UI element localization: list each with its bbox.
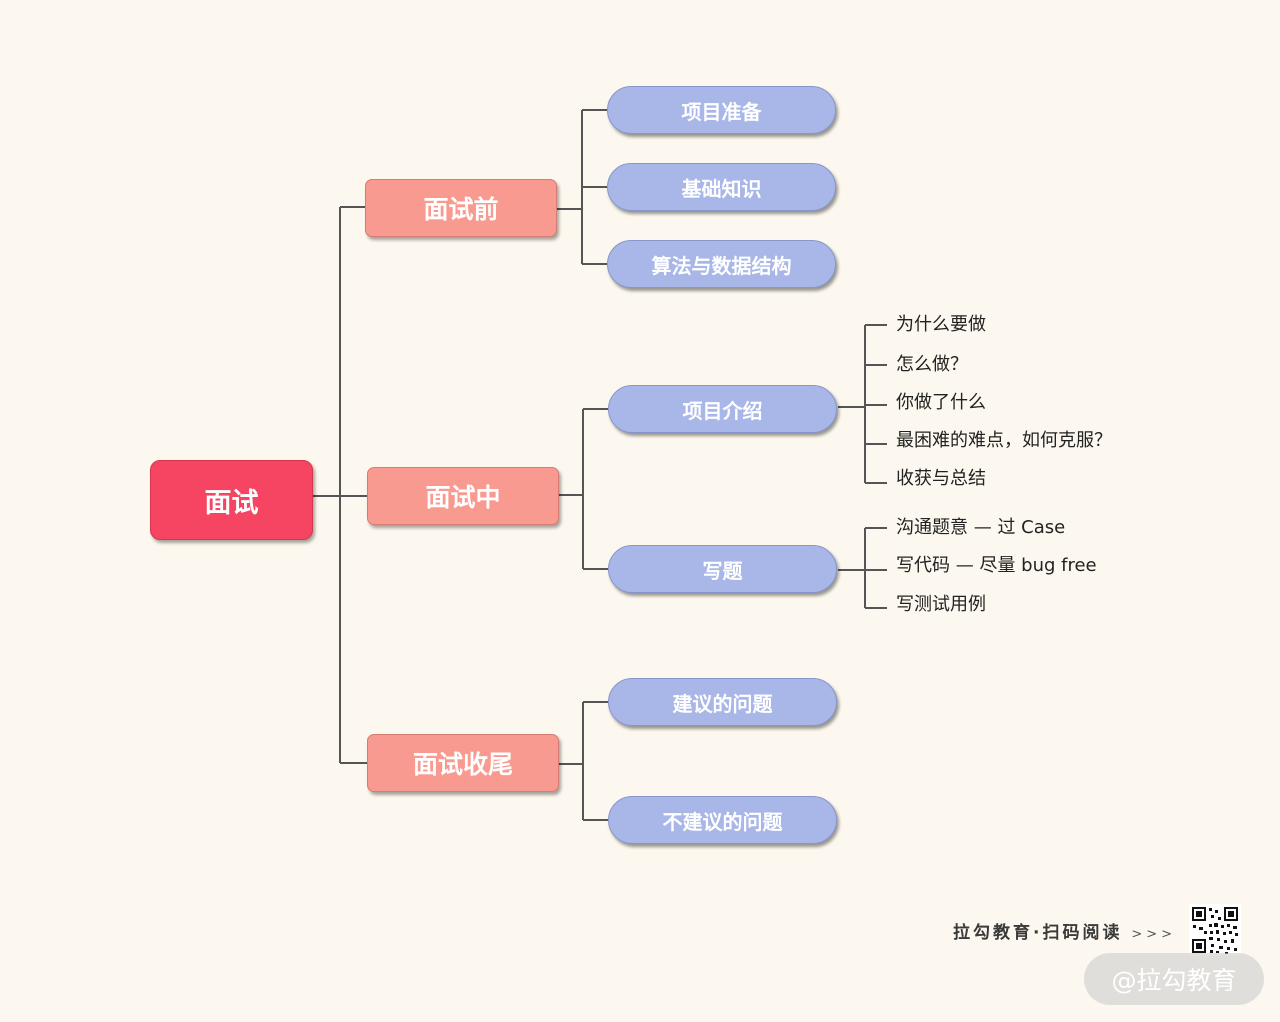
topic-node: 写题 <box>608 545 837 593</box>
leaf-text: 写代码 — 尽量 bug free <box>896 555 1097 576</box>
leaf-text: 写测试用例 <box>896 594 986 615</box>
qr-code-icon-graphic <box>1189 904 1241 956</box>
footer-text: 拉勾教育·扫码阅读 <box>953 923 1123 943</box>
leaf-text: 收获与总结 <box>896 468 986 489</box>
qr-code-icon <box>1189 904 1241 956</box>
root-node: 面试 <box>150 460 313 540</box>
leaf-text: 沟通题意 — 过 Case <box>896 517 1066 538</box>
leaf-text: 怎么做？ <box>896 354 968 375</box>
footer-arrows: >>> <box>1131 927 1177 942</box>
topic-node: 算法与数据结构 <box>607 240 836 288</box>
branch-node-before-interview: 面试前 <box>365 179 557 237</box>
watermark: @拉勾教育 <box>1084 953 1264 1005</box>
footer-caption: 拉勾教育·扫码阅读 >>> <box>953 918 1176 943</box>
leaf-text: 最困难的难点，如何克服？ <box>896 430 1112 451</box>
topic-node: 项目介绍 <box>608 385 837 433</box>
topic-node: 项目准备 <box>607 86 836 134</box>
topic-node: 基础知识 <box>607 163 836 211</box>
topic-node: 建议的问题 <box>608 678 837 726</box>
branch-node-during-interview: 面试中 <box>367 467 559 525</box>
branch-node-interview-wrapup: 面试收尾 <box>367 734 559 792</box>
topic-node: 不建议的问题 <box>608 796 837 844</box>
leaf-text: 为什么要做 <box>896 314 986 335</box>
leaf-text: 你做了什么 <box>896 392 986 413</box>
